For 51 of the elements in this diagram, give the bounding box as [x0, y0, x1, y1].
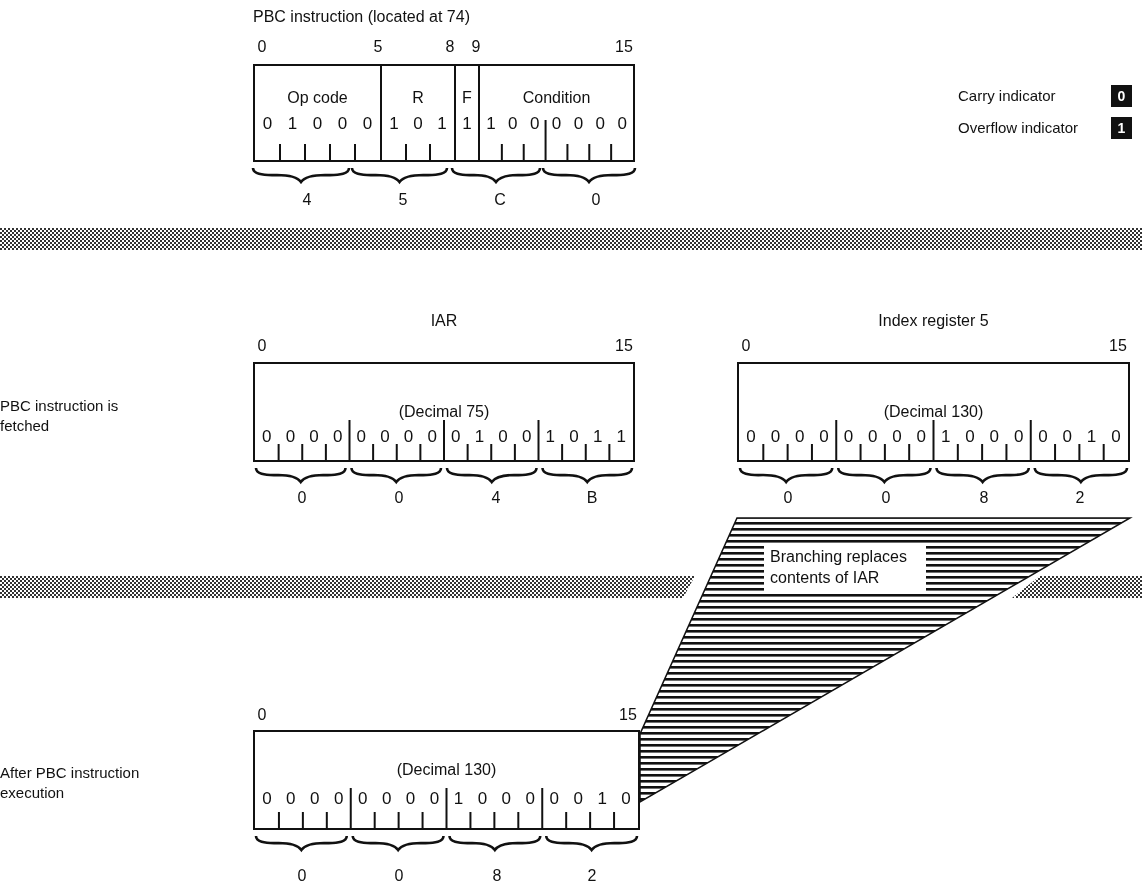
hex-digit: 4 — [302, 191, 312, 209]
hex-digit: C — [494, 191, 506, 209]
bit-values: 0 1 0 0 0 — [262, 114, 373, 134]
indicator-label: Overflow indicator — [958, 119, 1079, 136]
hex-digit: 0 — [297, 489, 307, 507]
bit-number: 15 — [615, 337, 633, 355]
bit-number: 0 — [257, 706, 267, 724]
edge-label: Branching replaces contents of IAR — [764, 543, 926, 593]
bit-number: 5 — [373, 38, 383, 56]
bit-values: 0 0 0 0 0 0 0 0 1 0 0 0 0 0 1 0 — [746, 427, 1121, 447]
bit-number: 0 — [741, 337, 751, 355]
field-name: R — [412, 88, 424, 108]
bit-number: 9 — [471, 38, 481, 56]
hex-digit: 8 — [979, 489, 989, 507]
bit-number: 0 — [257, 38, 267, 56]
indicator-label: Carry indicator — [958, 87, 1056, 104]
bit-number: 8 — [445, 38, 455, 56]
field-name: F — [462, 88, 472, 108]
hex-digit: 2 — [587, 867, 597, 884]
hex-digit: 8 — [492, 867, 502, 884]
hex-digit: 4 — [491, 489, 501, 507]
decimal-value: (Decimal 75) — [398, 402, 490, 422]
decimal-value: (Decimal 130) — [396, 760, 497, 780]
hex-digit: 5 — [398, 191, 408, 209]
hex-digit: 0 — [881, 489, 891, 507]
row-label: PBC instruction is fetched — [0, 395, 120, 435]
bit-values: 1 — [462, 114, 472, 134]
hex-digit: 2 — [1075, 489, 1085, 507]
register-title: Index register 5 — [878, 312, 989, 330]
register-title: PBC instruction (located at 74) — [253, 8, 470, 26]
field-name: Op code — [287, 88, 348, 108]
hex-digit: 0 — [394, 867, 404, 884]
row-label: After PBC instruction execution — [0, 762, 140, 802]
bit-number: 15 — [1109, 337, 1127, 355]
bit-number: 0 — [257, 337, 267, 355]
bit-number: 15 — [619, 706, 637, 724]
bit-values: 1 0 0 0 0 0 0 — [486, 114, 627, 134]
indicator-flag: 0 — [1111, 85, 1132, 107]
bit-values: 0 0 0 0 0 0 0 0 0 1 0 0 1 0 1 1 — [262, 427, 626, 447]
hex-digit: 0 — [783, 489, 793, 507]
hex-digit: 0 — [591, 191, 601, 209]
decimal-value: (Decimal 130) — [883, 402, 984, 422]
hex-digit: 0 — [297, 867, 307, 884]
hex-digit: B — [586, 489, 598, 507]
hex-digit: 0 — [394, 489, 404, 507]
register-title: IAR — [430, 312, 458, 330]
field-name: Condition — [522, 88, 591, 108]
bit-values: 1 0 1 — [389, 114, 447, 134]
bit-number: 15 — [615, 38, 633, 56]
bit-values: 0 0 0 0 0 0 0 0 1 0 0 0 0 0 1 0 — [262, 789, 631, 809]
indicator-flag: 1 — [1111, 117, 1132, 139]
